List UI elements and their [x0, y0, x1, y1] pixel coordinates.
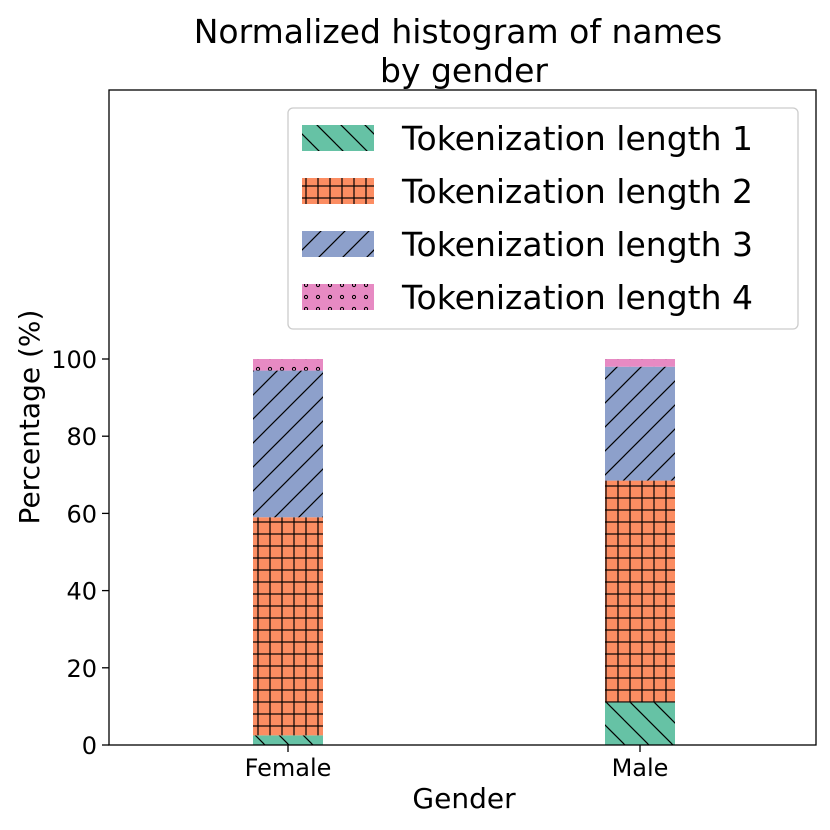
legend-swatch-hatch	[302, 125, 374, 151]
y-tick-label: 60	[66, 500, 97, 528]
legend-frame	[287, 107, 799, 330]
legend-item-tokenization-length-1: Tokenization length 1	[302, 119, 753, 158]
legend-item-tokenization-length-2: Tokenization length 2	[302, 172, 753, 211]
bar-female-tokenization-length-1	[253, 735, 323, 745]
bar-hatch	[253, 359, 323, 371]
plot-frame	[108, 89, 817, 746]
y-tick-label: 80	[66, 423, 97, 451]
bar-hatch	[605, 702, 675, 745]
x-axis: Female Male	[245, 745, 669, 782]
bar-male-tokenization-length-2	[605, 480, 675, 703]
legend-swatch-hatch	[302, 284, 374, 310]
bar-male-tokenization-length-1	[605, 702, 675, 745]
chart-title-line-2: by gender	[380, 51, 548, 90]
x-tick-label: Male	[612, 754, 669, 782]
legend-label: Tokenization length 3	[401, 225, 753, 264]
bar-male-tokenization-length-3	[605, 366, 675, 481]
y-tick-label: 100	[51, 346, 97, 374]
chart-title: Normalized histogram of names by gender	[194, 12, 722, 90]
y-tick-label: 0	[82, 732, 97, 760]
bar-female-tokenization-length-2	[253, 517, 323, 736]
bar-male-tokenization-length-4	[605, 359, 675, 367]
y-tick-label: 20	[66, 655, 97, 683]
y-tick-label: 40	[66, 578, 97, 606]
x-axis-label: Gender	[412, 782, 516, 815]
chart-title-line-1: Normalized histogram of names	[194, 12, 722, 51]
bar-hatch	[605, 366, 675, 481]
legend-item-tokenization-length-3: Tokenization length 3	[302, 225, 753, 264]
y-axis: 0 20 40 60 80 100	[51, 346, 109, 760]
legend-label: Tokenization length 2	[401, 172, 753, 211]
bar-hatch	[253, 370, 323, 518]
bars-layer	[253, 359, 675, 745]
bar-hatch	[605, 359, 675, 367]
legend-items: Tokenization length 1 Tokenization length…	[302, 119, 753, 317]
legend: Tokenization length 1 Tokenization length…	[287, 107, 799, 330]
bar-female-tokenization-length-4	[253, 359, 323, 371]
bar-hatch	[253, 735, 323, 745]
legend-label: Tokenization length 4	[401, 278, 753, 317]
y-axis-label: Percentage (%)	[13, 310, 46, 525]
legend-item-tokenization-length-4: Tokenization length 4	[302, 278, 753, 317]
bar-hatch	[605, 480, 675, 703]
x-tick-label: Female	[245, 754, 332, 782]
legend-swatch-hatch	[302, 231, 374, 257]
bar-female-tokenization-length-3	[253, 370, 323, 518]
legend-swatch-hatch	[302, 178, 374, 204]
legend-label: Tokenization length 1	[401, 119, 753, 158]
bar-hatch	[253, 517, 323, 736]
